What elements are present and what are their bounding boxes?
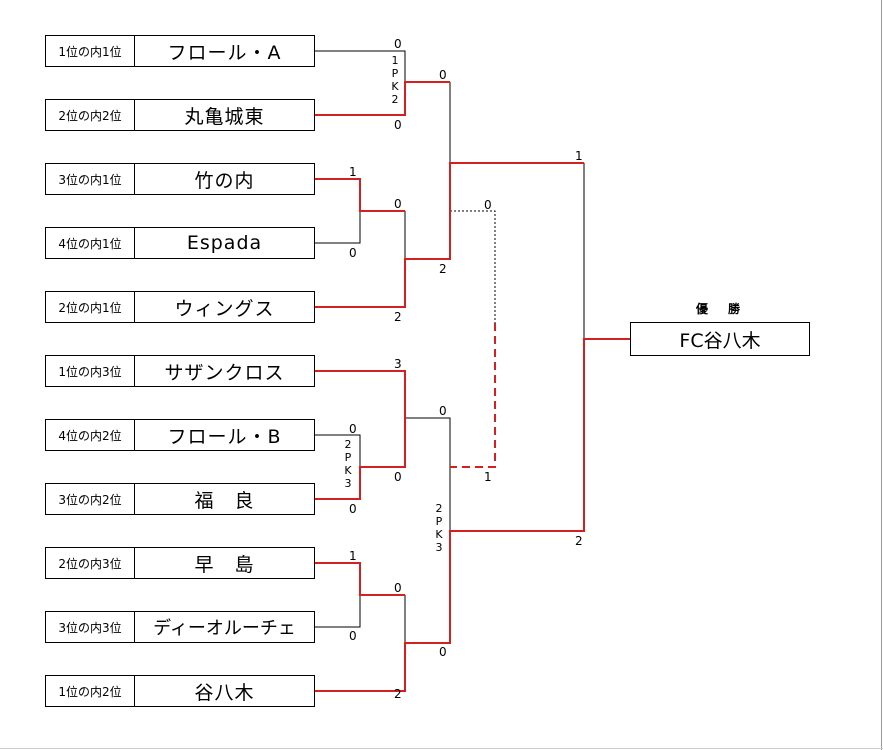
pk-char: 3 [435, 541, 443, 554]
score: 0 [394, 470, 402, 484]
team-row: 2位の内3位 早 島 [45, 547, 315, 579]
pk-char: K [391, 80, 399, 93]
score: 0 [439, 68, 447, 82]
bracket-lines-red [315, 81, 630, 692]
score: 0 [349, 246, 357, 260]
team-seed: 3位の内2位 [46, 484, 135, 514]
team-name: 福 良 [194, 489, 255, 512]
team-name: 丸亀城東 [184, 105, 265, 128]
score: 1 [349, 549, 357, 563]
team-row: 2位の内1位 ウィングス [45, 291, 315, 323]
pk-char: 2 [435, 502, 443, 515]
score: 0 [484, 198, 492, 212]
pk-label: 1 P K 2 [390, 55, 400, 107]
score: 0 [349, 629, 357, 643]
team-row: 1位の内3位 サザンクロス [45, 355, 315, 387]
pk-char: P [435, 515, 443, 528]
team-row: 1位の内2位 谷八木 [45, 675, 315, 707]
score: 3 [394, 357, 402, 371]
team-seed: 4位の内2位 [46, 420, 135, 450]
pk-label: 2 P K 3 [343, 439, 353, 491]
bracket-lines-dashed [450, 210, 496, 323]
team-name: 谷八木 [194, 681, 255, 704]
score: 0 [349, 422, 357, 436]
score: 2 [394, 310, 402, 324]
team-name: サザンクロス [164, 361, 285, 384]
team-seed: 4位の内1位 [46, 228, 135, 258]
score: 1 [349, 165, 357, 179]
score: 1 [575, 149, 583, 163]
team-name: ディーオルーチェ [153, 618, 296, 639]
pk-char: 1 [391, 54, 399, 67]
frame-edge-right [881, 0, 882, 750]
pk-label: 2 P K 3 [434, 503, 444, 555]
bracket-lines-red-dashed [450, 323, 496, 468]
team-row: 3位の内2位 福 良 [45, 483, 315, 515]
score: 2 [394, 687, 402, 701]
team-seed: 3位の内3位 [46, 612, 135, 642]
pk-char: P [344, 451, 352, 464]
score: 0 [394, 118, 402, 132]
score: 2 [439, 262, 447, 276]
pk-char: 2 [391, 93, 399, 106]
team-seed: 2位の内3位 [46, 548, 135, 578]
team-row: 4位の内2位 フロール・B [45, 419, 315, 451]
champion-name: FC谷八木 [630, 322, 810, 356]
team-name: 早 島 [194, 553, 255, 576]
frame-edge-bottom [0, 748, 883, 749]
pk-char: 3 [344, 477, 352, 490]
score: 0 [394, 197, 402, 211]
team-name: フロール・B [167, 425, 282, 448]
team-name: Espada [186, 232, 263, 254]
team-name: 竹の内 [194, 169, 255, 192]
team-seed: 1位の内2位 [46, 676, 135, 706]
team-seed: 1位の内1位 [46, 36, 135, 66]
champion-label: 優 勝 [695, 302, 744, 316]
team-row: 4位の内1位 Espada [45, 227, 315, 259]
score: 0 [349, 502, 357, 516]
score: 2 [575, 534, 583, 548]
score: 0 [439, 404, 447, 418]
pk-char: K [344, 464, 352, 477]
pk-char: P [391, 67, 399, 80]
team-seed: 3位の内1位 [46, 164, 135, 194]
team-row: 1位の内1位 フロール・A [45, 35, 315, 67]
score: 0 [394, 37, 402, 51]
team-row: 2位の内2位 丸亀城東 [45, 99, 315, 131]
team-seed: 2位の内1位 [46, 292, 135, 322]
team-seed: 1位の内3位 [46, 356, 135, 386]
pk-char: K [435, 528, 443, 541]
score: 1 [484, 470, 492, 484]
team-seed: 2位の内2位 [46, 100, 135, 130]
pk-char: 2 [344, 438, 352, 451]
score: 0 [394, 581, 402, 595]
team-name: フロール・A [167, 41, 282, 64]
team-row: 3位の内3位 ディーオルーチェ [45, 611, 315, 643]
team-name: ウィングス [174, 297, 275, 320]
score: 0 [439, 645, 447, 659]
team-row: 3位の内1位 竹の内 [45, 163, 315, 195]
